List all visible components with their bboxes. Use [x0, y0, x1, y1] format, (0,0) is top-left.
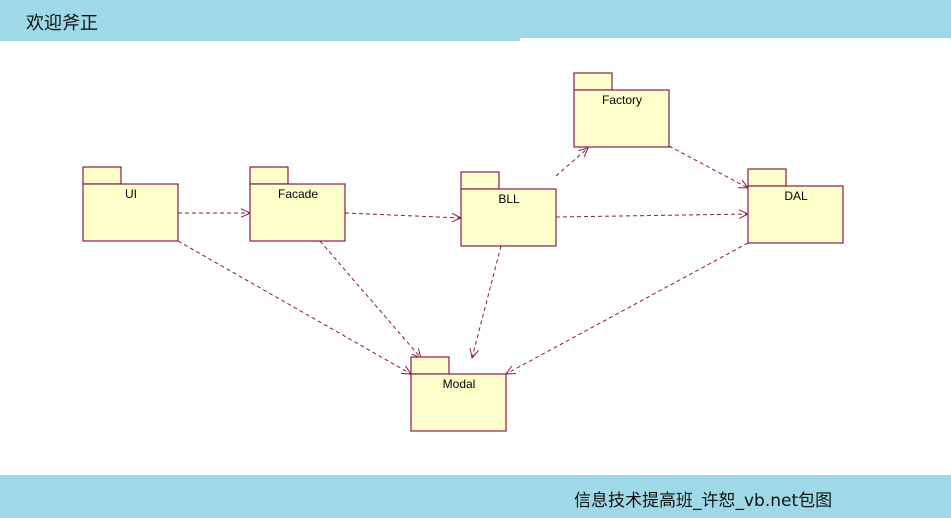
package-label: Modal: [443, 377, 476, 391]
dependency-line: [344, 212, 462, 219]
package-tab: [747, 168, 787, 187]
dependency-facade-to-bll: [344, 212, 463, 223]
dependency-line: [555, 147, 589, 177]
package-tab: [460, 171, 500, 190]
package-tab: [249, 166, 289, 185]
package-label: UI: [125, 187, 137, 201]
package-bll: BLL: [460, 171, 557, 247]
dependency-arrowhead: [578, 147, 589, 158]
package-label: Facade: [278, 187, 318, 201]
package-label: BLL: [498, 192, 520, 206]
header-bar: [0, 0, 951, 41]
package-tab: [573, 72, 613, 91]
dependency-facade-to-modal: [319, 240, 422, 359]
package-body: [410, 373, 507, 432]
package-tab: [410, 356, 450, 375]
package-label: DAL: [784, 189, 808, 203]
package-body: [82, 183, 179, 242]
package-label: Factory: [602, 93, 642, 107]
package-body: [460, 188, 557, 247]
package-factory: Factory: [573, 72, 670, 148]
dependency-line: [471, 245, 502, 359]
dependency-bll-to-dal: [555, 209, 750, 219]
dependency-arrowhead: [469, 348, 479, 360]
dependency-line: [177, 240, 412, 375]
package-ui: UI: [82, 166, 179, 242]
dependency-ui-to-facade: [178, 208, 252, 218]
dependency-ui-to-modal: [177, 240, 412, 375]
package-facade: Facade: [249, 166, 346, 242]
dependency-line: [319, 240, 422, 359]
dependency-line: [555, 213, 749, 218]
dependency-dal-to-modal: [504, 242, 749, 375]
dependency-line: [668, 145, 749, 189]
dependency-factory-to-dal: [668, 145, 750, 189]
dependency-bll-to-factory: [555, 147, 589, 177]
package-dal: DAL: [747, 168, 844, 244]
footer-caption: 信息技术提高班_许恕_vb.net包图: [574, 491, 833, 511]
footer-bar: [0, 475, 951, 518]
package-body: [747, 185, 844, 244]
package-body: [249, 183, 346, 242]
dependency-line: [505, 242, 749, 375]
package-tab: [82, 166, 122, 185]
package-body: [573, 89, 670, 148]
dependency-bll-to-modal: [469, 245, 502, 360]
header-title: 欢迎斧正: [26, 13, 98, 34]
package-modal: Modal: [410, 356, 507, 432]
header-divider: [520, 38, 951, 41]
